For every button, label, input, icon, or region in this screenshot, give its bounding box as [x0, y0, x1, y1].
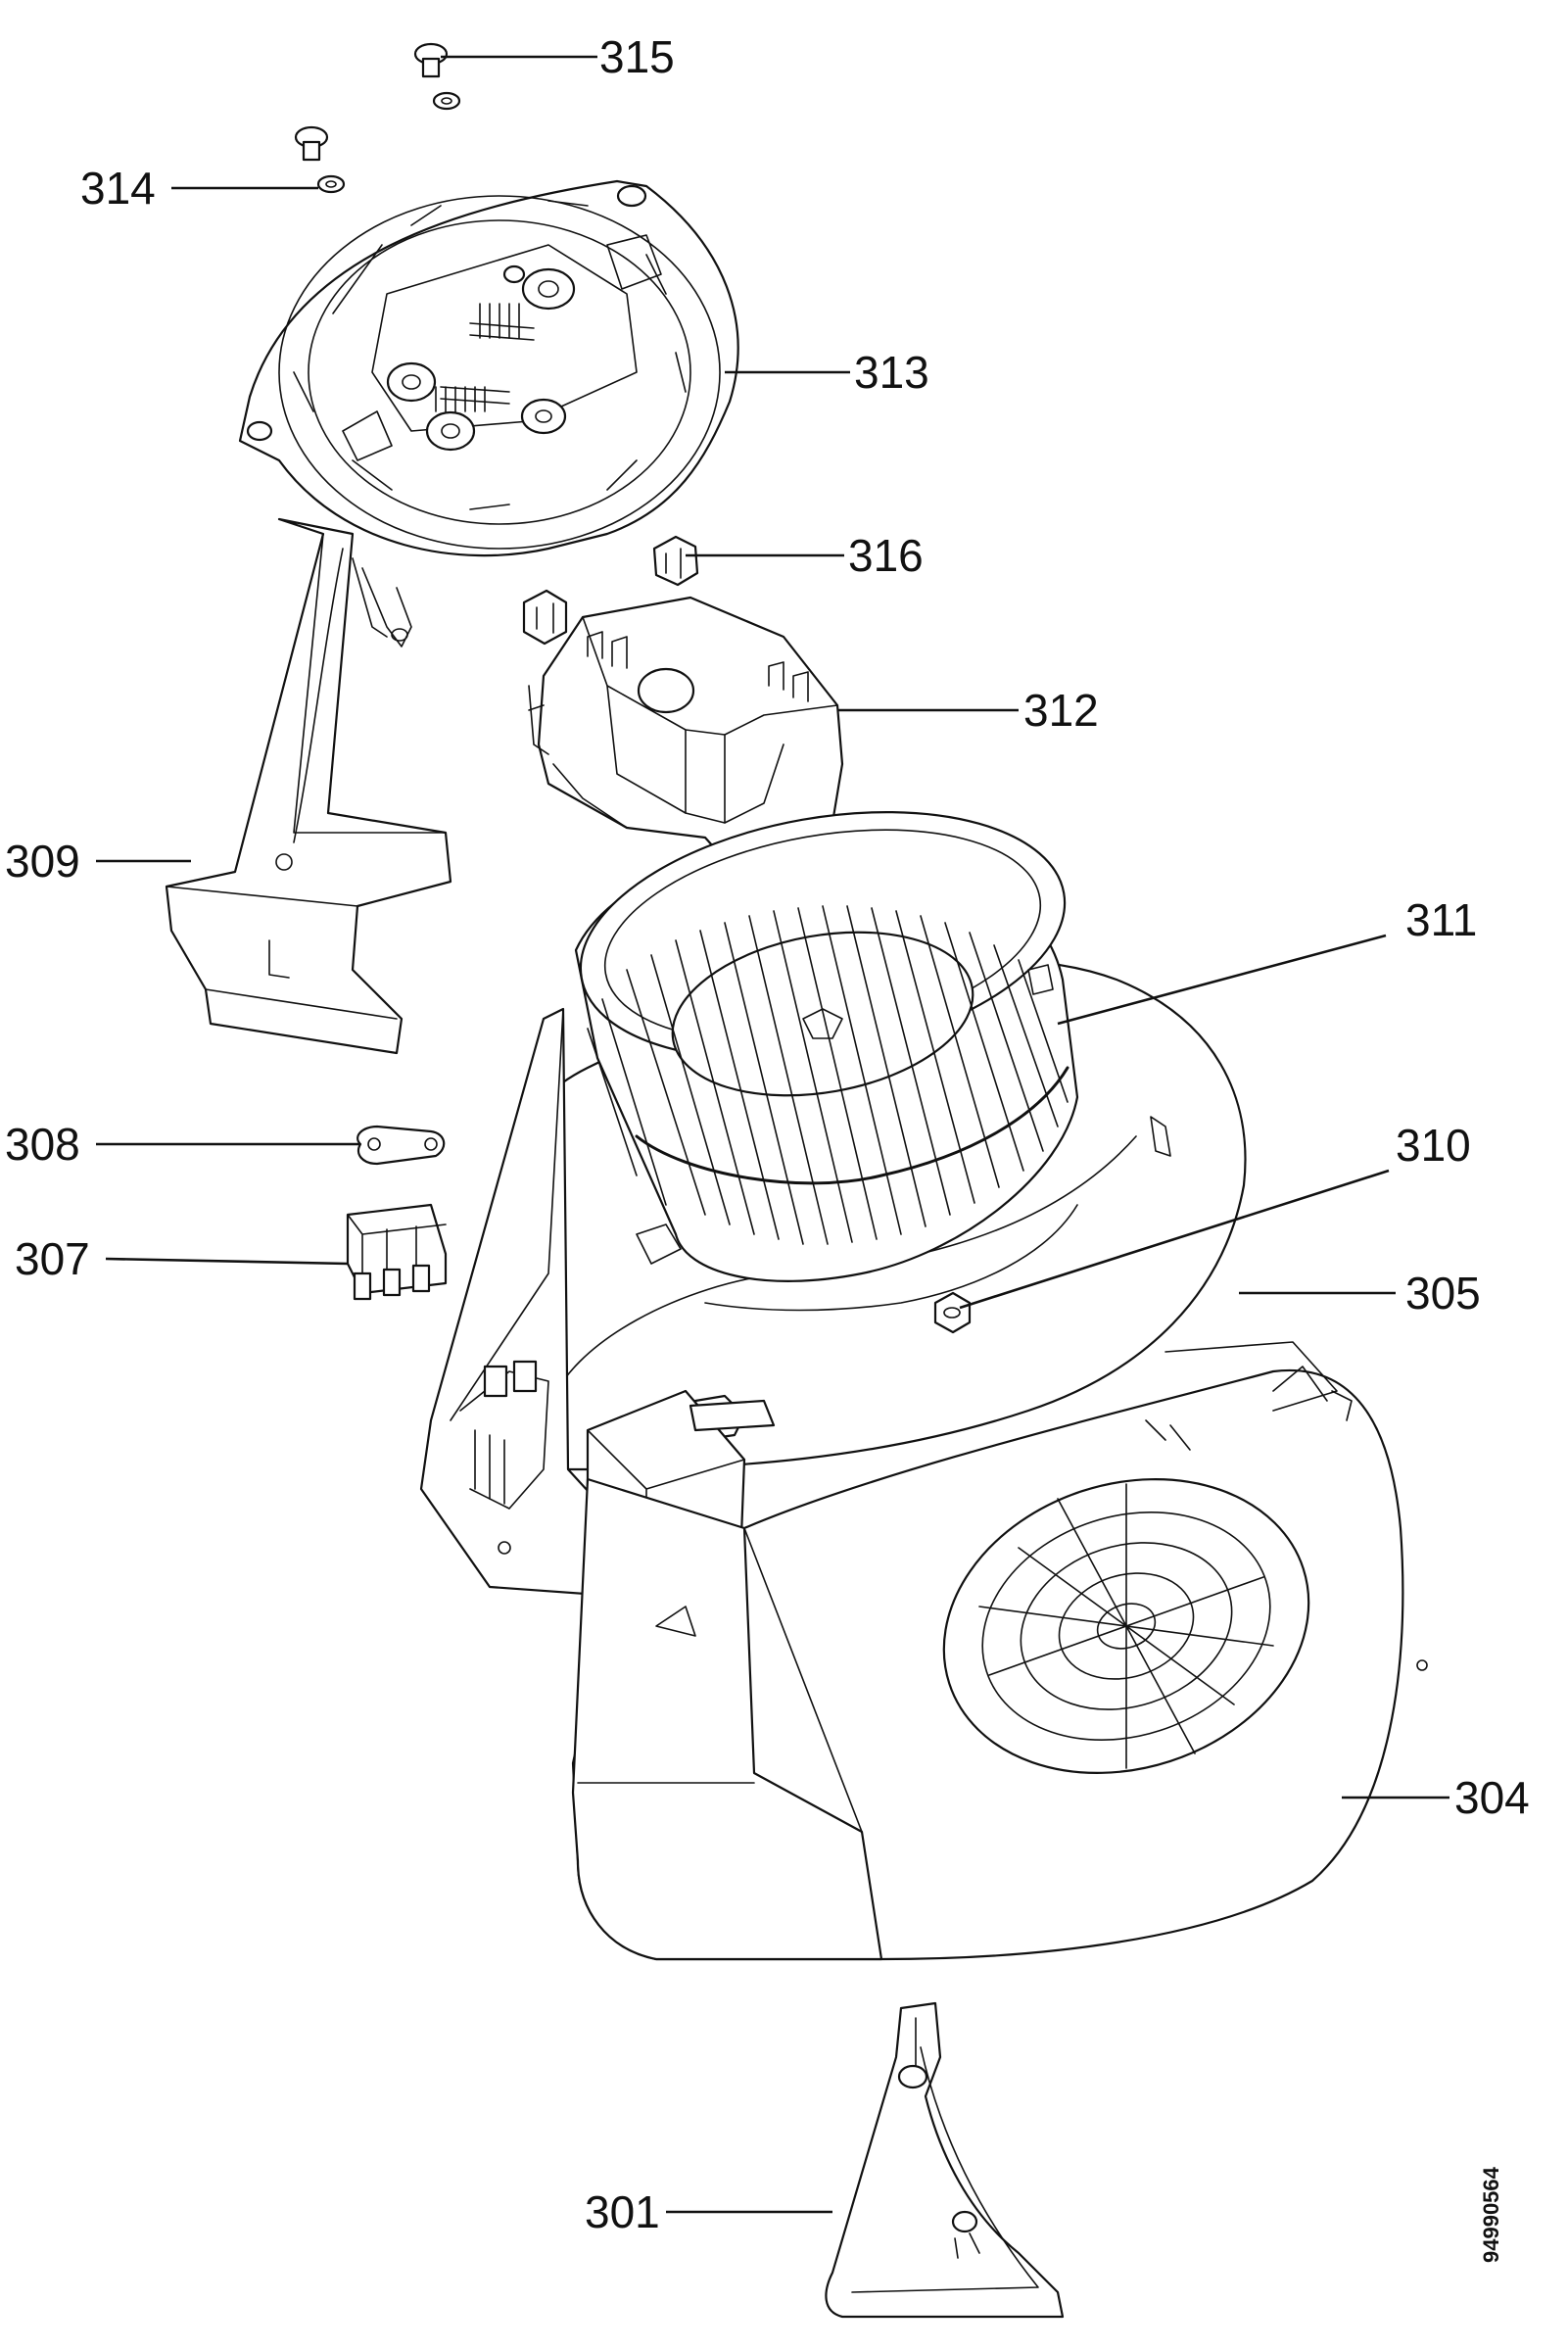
callout-310: 310 [959, 1120, 1471, 1310]
callout-label-307: 307 [15, 1233, 90, 1284]
callout-label-312: 312 [1023, 685, 1099, 736]
callout-label-301: 301 [585, 2186, 660, 2237]
callout-label-311: 311 [1405, 894, 1477, 945]
part-301-bracket [825, 2001, 1065, 2319]
callout-label-305: 305 [1405, 1268, 1481, 1319]
callout-label-313: 313 [854, 347, 929, 398]
callout-label-314: 314 [80, 163, 156, 214]
callout-label-308: 308 [5, 1119, 80, 1170]
part-307-terminal-block [346, 1203, 448, 1301]
callout-307: 307 [15, 1233, 349, 1284]
callout-label-310: 310 [1396, 1120, 1471, 1171]
callout-label-304: 304 [1454, 1772, 1530, 1823]
callout-308: 308 [5, 1119, 360, 1170]
callout-label-316: 316 [848, 530, 924, 581]
callout-316: 316 [686, 530, 924, 581]
part-309-bracket [165, 517, 452, 1055]
part-314-screw [294, 125, 346, 194]
callout-305: 305 [1239, 1268, 1481, 1319]
document-number: 94990564 [1479, 2166, 1503, 2263]
callout-311: 311 [1057, 894, 1477, 1026]
callout-312: 312 [837, 685, 1099, 736]
part-clip [522, 589, 568, 646]
callout-315: 315 [441, 31, 675, 82]
callout-309: 309 [5, 836, 191, 887]
part-313-motor-plate [238, 179, 739, 648]
callout-304: 304 [1342, 1772, 1530, 1823]
part-308-strap [356, 1125, 446, 1166]
part-316-cap-nut [652, 535, 699, 587]
part-310-nut [933, 1291, 972, 1334]
callout-314: 314 [80, 163, 318, 214]
callout-301: 301 [585, 2186, 832, 2237]
part-304-lower-housing [571, 1341, 1428, 1961]
callout-label-309: 309 [5, 836, 80, 887]
callout-313: 313 [725, 347, 929, 398]
part-311-impeller [574, 811, 1079, 1282]
callout-label-315: 315 [599, 31, 675, 82]
part-315-screw [413, 42, 461, 111]
